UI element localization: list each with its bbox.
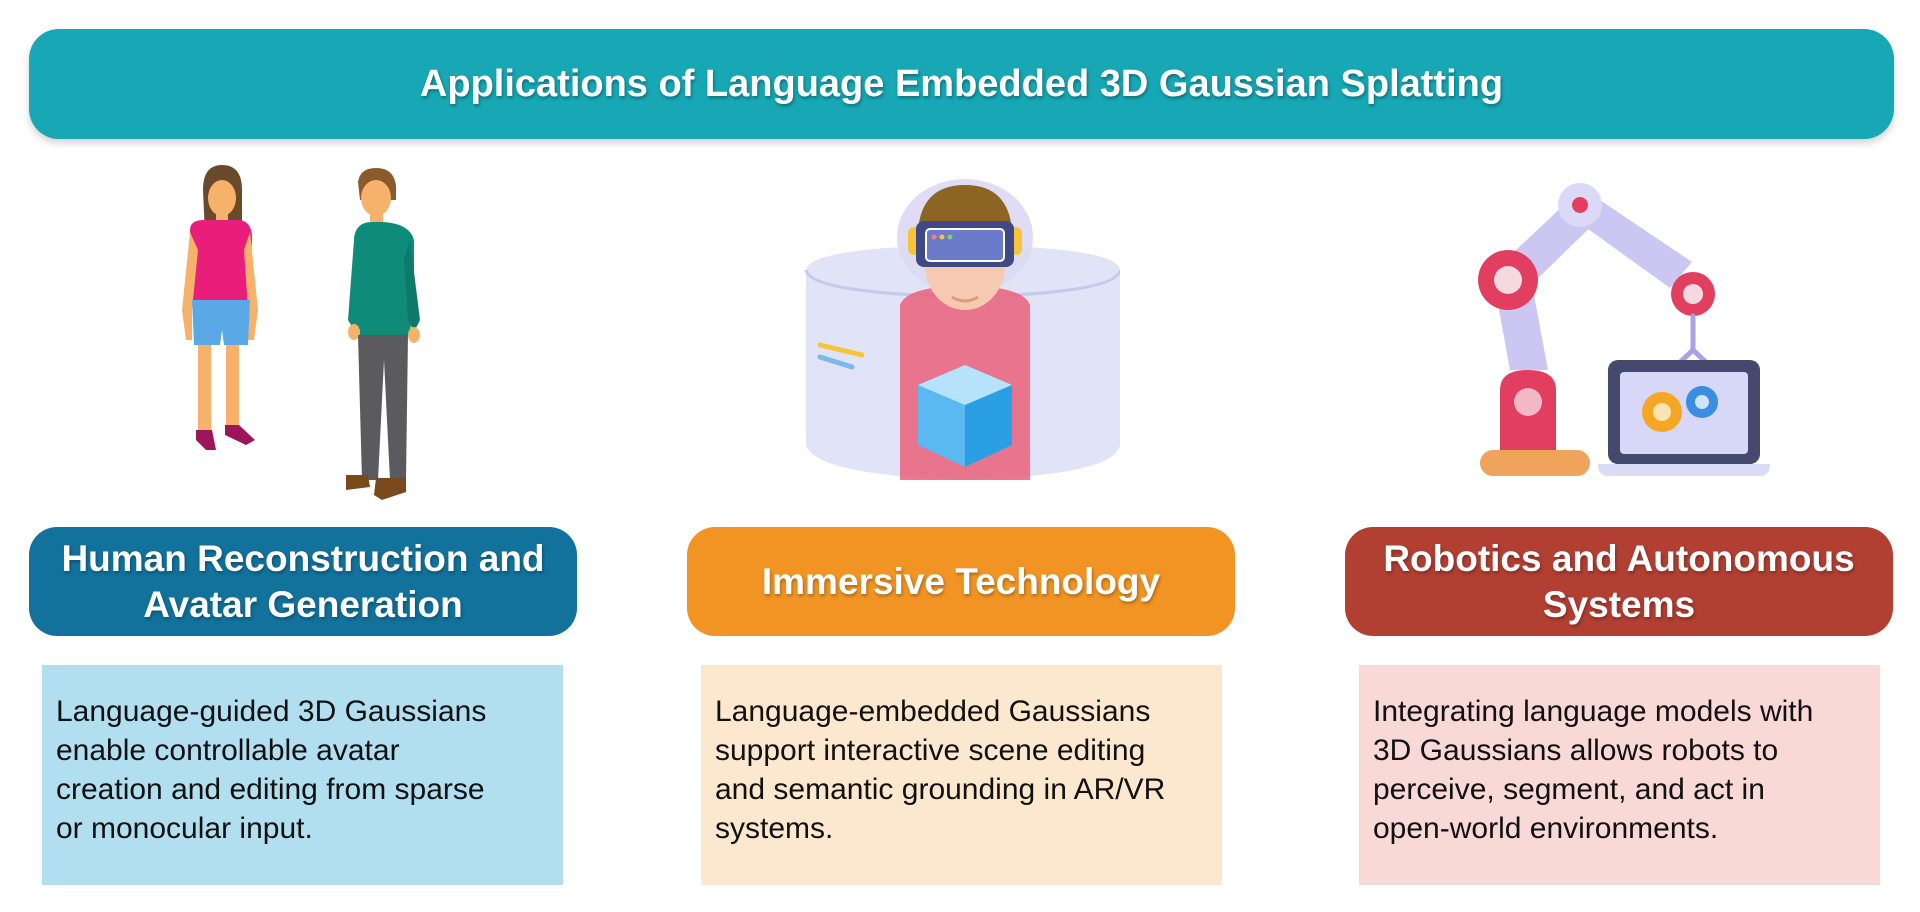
description-line: or monocular input. xyxy=(56,812,313,845)
title-banner: Applications of Language Embedded 3D Gau… xyxy=(29,29,1894,139)
heading-robotics: Robotics and Autonomous Systems xyxy=(1345,527,1893,636)
heading-line: Systems xyxy=(1542,583,1696,625)
description-line: systems. xyxy=(715,812,834,845)
heading-human-reconstruction: Human Reconstruction and Avatar Generati… xyxy=(29,527,577,636)
description-line: open-world environments. xyxy=(1373,812,1719,845)
description-line: 3D Gaussians allows robots to xyxy=(1373,734,1779,767)
description-line: support interactive scene editing xyxy=(715,734,1146,767)
description-line: Language-guided 3D Gaussians xyxy=(56,695,487,728)
heading-line: Human Reconstruction and xyxy=(61,537,545,579)
description-immersive-technology: Language-embedded Gaussians support inte… xyxy=(701,665,1222,885)
heading-immersive-technology: Immersive Technology xyxy=(687,527,1235,636)
description-line: perceive, segment, and act in xyxy=(1373,773,1765,806)
description-line: enable controllable avatar xyxy=(56,734,400,767)
description-human-reconstruction: Language-guided 3D Gaussians enable cont… xyxy=(42,665,563,885)
description-line: and semantic grounding in AR/VR xyxy=(715,773,1166,806)
page-title: Applications of Language Embedded 3D Gau… xyxy=(419,62,1504,105)
vr-headset-user-icon xyxy=(804,179,1120,480)
description-line: creation and editing from sparse xyxy=(56,773,485,806)
two-people-icon xyxy=(182,165,420,500)
heading-line: Immersive Technology xyxy=(761,560,1161,602)
description-line: Language-embedded Gaussians xyxy=(715,695,1151,728)
description-robotics: Integrating language models with 3D Gaus… xyxy=(1359,665,1880,885)
description-line: Integrating language models with xyxy=(1373,695,1814,728)
heading-line: Avatar Generation xyxy=(143,583,463,625)
robot-arm-laptop-icon xyxy=(1478,183,1770,476)
heading-line: Robotics and Autonomous xyxy=(1383,537,1855,579)
